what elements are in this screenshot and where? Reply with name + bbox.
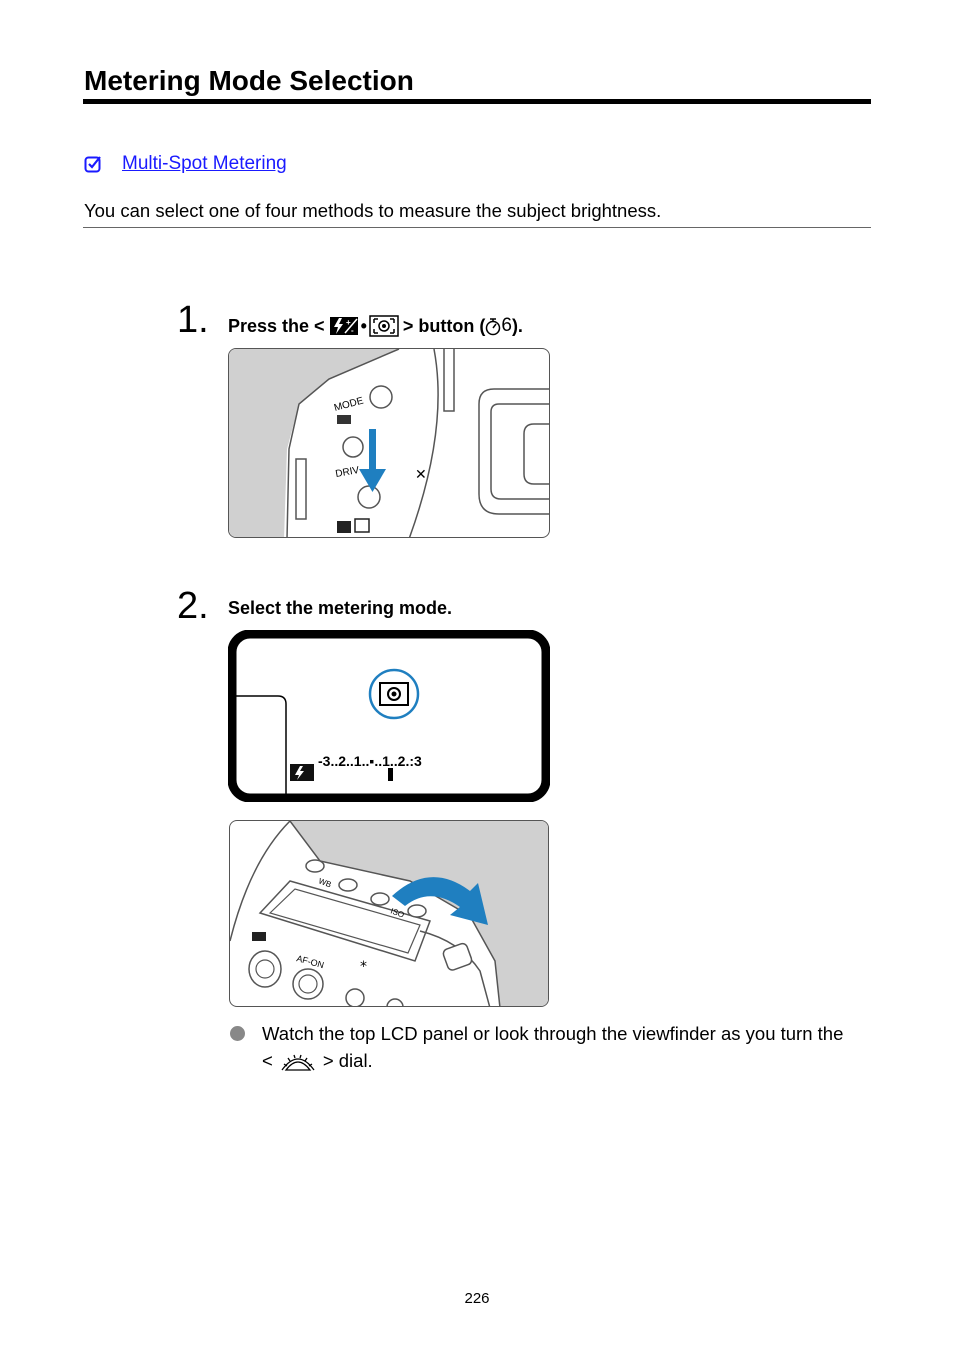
step-1-text: Press the < + - • > button ( 6 ). [228,314,523,338]
drive-label: DRIV [335,465,361,480]
svg-text:✕: ✕ [415,467,427,483]
bullet-text-line1: Watch the top LCD panel or look through … [262,1023,844,1044]
exposure-scale: -3..2..1..▪..1..2.:3 [318,753,422,769]
step-1-text-middle: • [360,316,367,336]
camera-top-view: WB ISO AF-ON * [230,821,548,1006]
multi-spot-metering-link[interactable]: Multi-Spot Metering [122,153,287,174]
camera-back-illustration: MODE DRIV ✕ [229,349,549,537]
step-1-number: 1. [177,299,209,341]
bullet-text: Watch the top LCD panel or look through … [262,1020,877,1074]
bullet-dot [230,1026,245,1041]
lcd-illustration: -3..2..1..▪..1..2.:3 [227,629,551,803]
intro-text: You can select one of four methods to me… [84,200,662,221]
mode-label: MODE [333,395,365,413]
main-dial-icon [281,1054,315,1071]
step-1-text-end: ). [511,316,523,336]
step-1-text-before: Press the < [228,316,325,336]
timer-icon [486,318,501,336]
svg-text:+: + [346,318,351,327]
related-link-row: Multi-Spot Metering [84,151,287,177]
flash-exposure-compensation-icon: + - [329,317,358,335]
bullet-text-line2-before: < [262,1050,273,1071]
page-number: 226 [464,1290,490,1307]
metering-mode-icon [369,315,399,337]
title-rule [83,99,871,104]
wb-label: WB [317,876,332,889]
step-2-text: Select the metering mode. [228,598,453,618]
svg-text:-: - [351,326,354,335]
step-1-illustration: MODE DRIV ✕ [228,348,550,538]
top-camera-illustration: WB ISO AF-ON * [229,820,549,1007]
intro-rule [83,227,871,228]
checkbox-link-icon [84,156,101,173]
afon-label: AF-ON [295,953,325,970]
step-2-number: 2. [177,585,209,627]
bullet-text-line2: < > dial. [262,1047,877,1074]
svg-text:*: * [360,959,367,975]
lcd-panel: -3..2..1..▪..1..2.:3 [227,629,551,803]
iso-label: ISO [389,906,405,919]
timer-value: 6 [501,315,512,336]
step-1-text-after: > button ( [402,316,486,336]
bullet-text-line2-after: > dial. [322,1050,373,1071]
page-title: Metering Mode Selection [84,65,414,96]
